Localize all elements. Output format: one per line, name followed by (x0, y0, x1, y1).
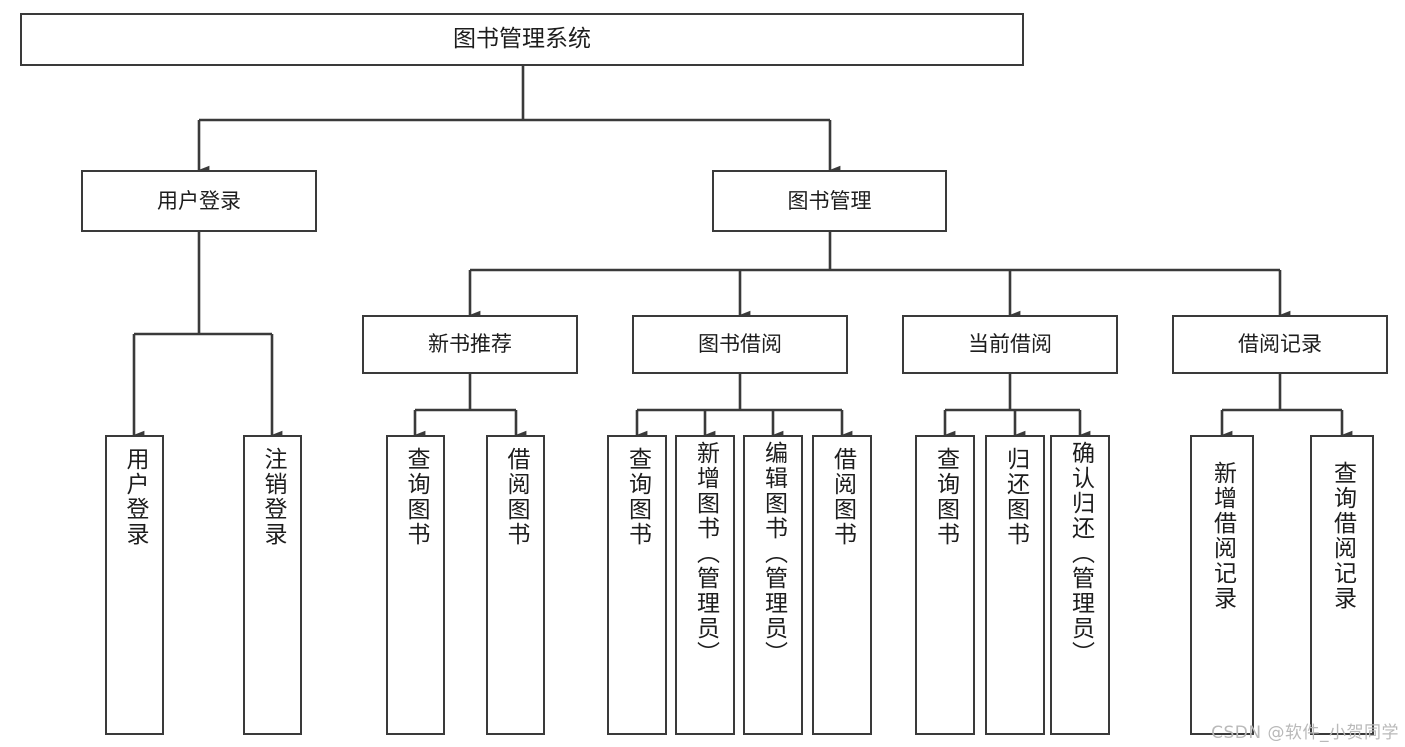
node-leaf-add-record[interactable]: 新增借阅记录 (1190, 435, 1254, 735)
node-leaf-query-book-3[interactable]: 查询图书 (915, 435, 975, 735)
node-leaf-return-book-label: 归还图书 (1002, 447, 1029, 547)
node-leaf-confirm-return-label: 确认归还（管理员） (1067, 441, 1094, 666)
node-new-book-recommend-label: 新书推荐 (428, 332, 512, 357)
node-new-book-recommend[interactable]: 新书推荐 (362, 315, 578, 374)
node-leaf-query-book-1[interactable]: 查询图书 (386, 435, 445, 735)
node-leaf-edit-book-admin-label: 编辑图书（管理员） (760, 441, 787, 666)
node-leaf-query-record[interactable]: 查询借阅记录 (1310, 435, 1374, 735)
node-leaf-query-book-2[interactable]: 查询图书 (607, 435, 667, 735)
node-borrow-record-label: 借阅记录 (1238, 332, 1322, 357)
node-book-manage-label: 图书管理 (787, 188, 872, 213)
csdn-watermark: CSDN @软件_小贺同学 (1211, 723, 1399, 743)
node-leaf-logout-login[interactable]: 注销登录 (243, 435, 302, 735)
node-leaf-query-book-2-label: 查询图书 (624, 447, 651, 547)
node-root-label: 图书管理系统 (453, 26, 591, 53)
node-book-borrow[interactable]: 图书借阅 (632, 315, 848, 374)
node-leaf-borrow-book-1-label: 借阅图书 (503, 447, 529, 547)
node-leaf-return-book[interactable]: 归还图书 (985, 435, 1045, 735)
node-root[interactable]: 图书管理系统 (20, 13, 1024, 66)
node-current-borrow-label: 当前借阅 (968, 332, 1052, 357)
node-book-manage[interactable]: 图书管理 (712, 170, 947, 232)
node-leaf-add-record-label: 新增借阅记录 (1209, 461, 1236, 611)
node-leaf-query-book-3-label: 查询图书 (932, 447, 959, 547)
node-book-borrow-label: 图书借阅 (698, 332, 782, 357)
node-leaf-user-login[interactable]: 用户登录 (105, 435, 164, 735)
node-leaf-add-book-admin[interactable]: 新增图书（管理员） (675, 435, 735, 735)
node-borrow-record[interactable]: 借阅记录 (1172, 315, 1388, 374)
node-leaf-logout-login-label: 注销登录 (260, 447, 286, 547)
node-leaf-borrow-book-1[interactable]: 借阅图书 (486, 435, 545, 735)
node-leaf-query-book-1-label: 查询图书 (403, 447, 429, 547)
node-leaf-add-book-admin-label: 新增图书（管理员） (692, 441, 719, 666)
node-user-login-label: 用户登录 (157, 188, 241, 213)
node-current-borrow[interactable]: 当前借阅 (902, 315, 1118, 374)
node-leaf-borrow-book-2[interactable]: 借阅图书 (812, 435, 872, 735)
node-leaf-edit-book-admin[interactable]: 编辑图书（管理员） (743, 435, 803, 735)
node-leaf-user-login-label: 用户登录 (122, 447, 148, 547)
node-leaf-query-record-label: 查询借阅记录 (1329, 461, 1356, 611)
node-user-login[interactable]: 用户登录 (81, 170, 317, 232)
node-leaf-confirm-return[interactable]: 确认归还（管理员） (1050, 435, 1110, 735)
node-leaf-borrow-book-2-label: 借阅图书 (829, 447, 856, 547)
